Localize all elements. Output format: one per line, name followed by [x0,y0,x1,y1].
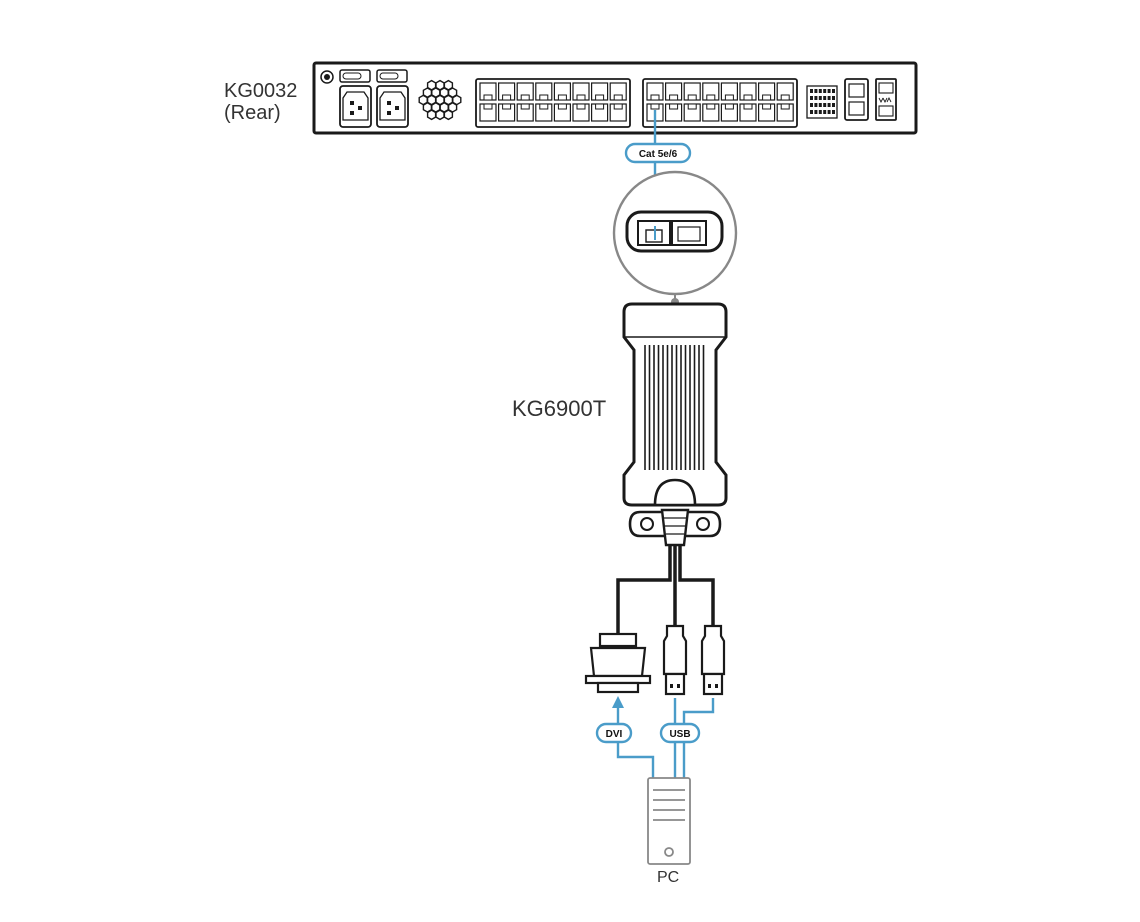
rj45-port-icon [683,103,701,122]
rj45-port-icon [516,103,534,122]
cat-cable-tag [624,142,692,164]
rj45-port-icon [702,82,720,101]
dvi-cable-label: DVI [606,729,623,740]
kg0032-rear-panel [312,61,918,135]
pc-label: PC [657,869,680,886]
rj45-port-icon [572,103,590,122]
dvi-connector [584,632,652,694]
usb-cable-tag: USB [659,722,701,744]
rj45-port-icon [535,82,553,101]
rj45-port-icon [664,103,683,122]
rj45-port-icon [646,82,664,101]
dvi-cable-tag: DVI [595,722,633,744]
rj45-port-icon [553,103,572,122]
heatsink-fins [644,345,705,470]
kg6900t-label: KG6900T [512,396,607,421]
rj45-port-icon [590,82,609,101]
rj45-port-icon [720,103,739,122]
usb-ports [875,78,897,121]
kg0032-label: KG0032 (Rear) [224,80,297,124]
extender-output-cables [616,545,715,634]
rj45-detail-callout [612,170,738,306]
rj45-port-icon [683,82,701,101]
fan-vent-icon [418,79,462,121]
rj45-port-icon [498,82,516,101]
usb-connector-2 [700,624,726,696]
rj45-port-icon [757,82,776,101]
rj45-port-icon [702,103,720,122]
rj45-port-icon [553,82,572,101]
rj45-port-bank-2 [642,78,798,128]
rj45-port-icon [757,103,776,122]
usb-connector-1 [662,624,688,696]
kg6900t-extender [622,302,728,547]
rj45-port-icon [479,82,497,101]
rj45-port-icon [776,103,794,122]
rj45-port-icon [609,103,627,122]
rj45-port-icon [572,82,590,101]
rj45-port-bank-1 [475,78,631,128]
serial-connector-block [806,85,838,119]
kg0032-side: (Rear) [224,102,281,124]
rj45-port-icon [609,82,627,101]
ground-screw-icon [320,70,334,84]
kg0032-name: KG0032 [224,80,298,102]
lan-ports [844,78,869,121]
cat-cable-label: Cat 5e/6 [639,149,678,160]
rj45-port-icon [479,103,497,122]
rj45-port-icon [590,103,609,122]
rj45-port-icon [776,82,794,101]
pc-tower-icon [647,777,691,865]
rj45-port-icon [739,103,757,122]
rj45-port-icon [516,82,534,101]
power-socket-1 [339,85,372,128]
rj45-port-icon [739,82,757,101]
rj45-port-icon [498,103,516,122]
rj45-port-icon [664,82,683,101]
rj45-port-icon [720,82,739,101]
rj45-port-icon [535,103,553,122]
power-switch-1 [339,69,371,83]
power-socket-2 [376,85,409,128]
power-switch-2 [376,69,408,83]
usb-cable-label: USB [669,729,690,740]
